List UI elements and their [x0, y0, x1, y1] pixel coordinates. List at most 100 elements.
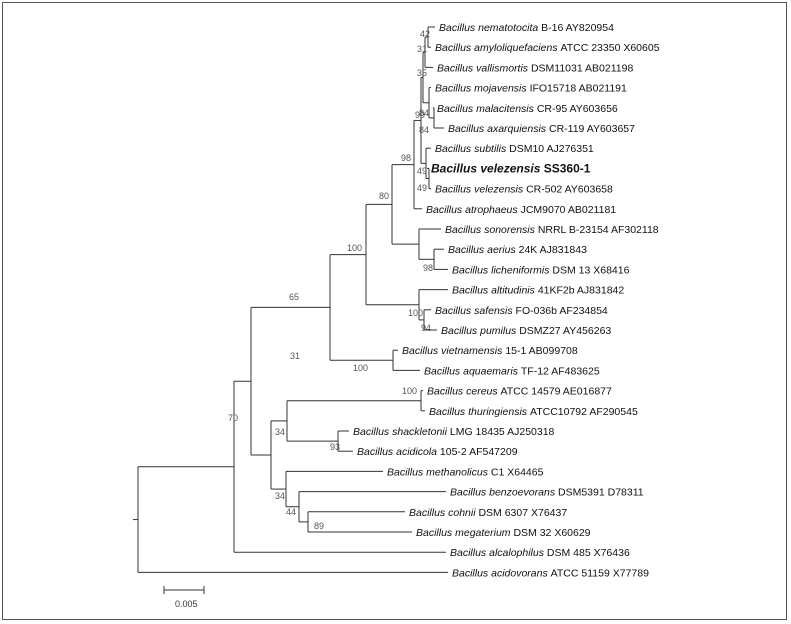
taxon-genus: Bacillus: [409, 507, 448, 519]
taxon-strain: DSM 485 X76436: [547, 547, 630, 559]
taxon-genus: Bacillus: [435, 143, 474, 155]
taxon-label: Bacillus pumilus DSMZ27 AY456263: [441, 325, 611, 337]
bootstrap-value: 80: [379, 191, 389, 201]
taxon-genus: Bacillus: [416, 527, 455, 539]
taxon-label: Bacillus licheniformis DSM 13 X68416: [452, 264, 630, 276]
taxon-strain: DSM 13 X68416: [552, 264, 629, 276]
bootstrap-value: 99: [415, 110, 425, 120]
taxon-strain: CR-119 AY603657: [549, 123, 635, 135]
taxon-species: aquaemaris: [463, 365, 521, 377]
taxon-species: benzoevorans: [489, 487, 558, 499]
taxon-species: axarquiensis: [487, 123, 549, 135]
taxon-genus: Bacillus: [435, 305, 474, 317]
taxon-label: Bacillus megaterium DSM 32 X60629: [416, 527, 591, 539]
taxon-species: acidovorans: [491, 567, 551, 579]
taxon-genus: Bacillus: [437, 103, 476, 115]
taxon-genus: Bacillus: [387, 466, 426, 478]
bootstrap-value: 84: [419, 108, 429, 118]
taxon-strain: LMG 18435 AJ250318: [450, 426, 555, 438]
taxon-strain: SS360-1: [544, 161, 591, 175]
taxon-species: cereus: [466, 386, 500, 398]
bootstrap-value: 49: [417, 183, 427, 193]
bootstrap-value: 70: [228, 413, 238, 423]
taxon-strain: CR-95 AY603656: [537, 103, 618, 115]
taxon-genus: Bacillus: [439, 22, 478, 34]
taxon-species: vietnamensis: [441, 345, 505, 357]
taxon-genus: Bacillus: [427, 386, 466, 398]
taxon-genus: Bacillus: [450, 547, 489, 559]
taxon-genus: Bacillus: [441, 325, 480, 337]
taxon-genus: Bacillus: [431, 161, 480, 175]
bootstrap-value: 98: [423, 263, 433, 273]
taxon-strain: DSM11031 AB021198: [531, 62, 634, 74]
taxon-strain: 105-2 AF547209: [440, 446, 518, 458]
bootstrap-values: 4231358484999849498010098100946510031100…: [228, 29, 433, 531]
taxon-label: Bacillus mojavensis IFO15718 AB021191: [435, 83, 627, 95]
taxon-label: Bacillus benzoevorans DSM5391 D78311: [450, 487, 644, 499]
taxon-species: aerius: [487, 244, 519, 256]
taxon-species: altitudinis: [491, 285, 538, 297]
taxon-species: shackletonii: [392, 426, 450, 438]
taxon-genus: Bacillus: [424, 365, 463, 377]
taxon-strain: DSM 6307 X76437: [478, 507, 567, 519]
taxon-strain: 24K AJ831843: [519, 244, 587, 256]
taxon-label: Bacillus aerius 24K AJ831843: [448, 244, 587, 256]
taxon-genus: Bacillus: [452, 567, 491, 579]
taxon-genus: Bacillus: [429, 406, 468, 418]
taxon-label: Bacillus cohnii DSM 6307 X76437: [409, 507, 567, 519]
taxon-species: nematotocita: [478, 22, 541, 34]
taxon-labels: Bacillus nematotocita B-16 AY820954Bacil…: [353, 22, 660, 579]
taxon-strain: FO-036b AF234854: [516, 305, 608, 317]
taxon-strain: ATCC 23350 X60605: [561, 42, 660, 54]
taxon-genus: Bacillus: [435, 184, 474, 196]
taxon-label: Bacillus vallismortis DSM11031 AB021198: [437, 62, 633, 74]
taxon-species: megaterium: [455, 527, 513, 539]
taxon-label: Bacillus shackletonii LMG 18435 AJ250318: [353, 426, 555, 438]
scale-bar-label: 0.005: [175, 599, 198, 609]
taxon-label: Bacillus acidicola 105-2 AF547209: [357, 446, 518, 458]
bootstrap-value: 100: [353, 363, 368, 373]
bootstrap-value: 42: [420, 29, 430, 39]
taxon-genus: Bacillus: [448, 123, 487, 135]
taxon-species: vallismortis: [476, 62, 531, 74]
taxon-species: sonorensis: [484, 224, 538, 236]
bootstrap-value: 34: [275, 427, 285, 437]
taxon-label: Bacillus amyloliquefaciens ATCC 23350 X6…: [435, 42, 660, 54]
taxon-species: mojavensis: [474, 83, 529, 95]
taxon-species: subtilis: [474, 143, 509, 155]
taxon-genus: Bacillus: [452, 264, 491, 276]
taxon-strain: TF-12 AF483625: [521, 365, 600, 377]
taxon-label: Bacillus sonorensis NRRL B-23154 AF30211…: [445, 224, 659, 236]
taxon-label: Bacillus velezensis CR-502 AY603658: [435, 184, 613, 196]
bootstrap-value: 98: [401, 153, 411, 163]
bootstrap-value: 65: [289, 292, 299, 302]
taxon-species: malacitensis: [476, 103, 537, 115]
bootstrap-value: 31: [290, 351, 300, 361]
taxon-species: acidicola: [396, 446, 440, 458]
taxon-species: cohnii: [448, 507, 478, 519]
taxon-label: Bacillus vietnamensis 15-1 AB099708: [402, 345, 578, 357]
bootstrap-value: 44: [286, 507, 296, 517]
taxon-strain: B-16 AY820954: [541, 22, 614, 34]
taxon-species: atrophaeus: [465, 204, 520, 216]
taxon-genus: Bacillus: [452, 285, 491, 297]
tree-branches: [133, 26, 448, 573]
taxon-label: Bacillus alcalophilus DSM 485 X76436: [450, 547, 630, 559]
taxon-species: methanolicus: [426, 466, 491, 478]
taxon-label: Bacillus acidovorans ATCC 51159 X77789: [452, 567, 649, 579]
taxon-strain: ATCC 51159 X77789: [551, 567, 649, 579]
bootstrap-value: 34: [275, 491, 285, 501]
taxon-label: Bacillus safensis FO-036b AF234854: [435, 305, 608, 317]
bootstrap-value: 94: [421, 323, 431, 333]
taxon-genus: Bacillus: [435, 42, 474, 54]
taxon-genus: Bacillus: [402, 345, 441, 357]
taxon-genus: Bacillus: [450, 487, 489, 499]
taxon-label: Bacillus cereus ATCC 14579 AE016877: [427, 386, 612, 398]
taxon-label: Bacillus subtilis DSM10 AJ276351: [435, 143, 594, 155]
taxon-strain: ATCC10792 AF290545: [530, 406, 638, 418]
taxon-strain: C1 X64465: [491, 466, 544, 478]
taxon-label: Bacillus atrophaeus JCM9070 AB021181: [426, 204, 616, 216]
taxon-label: Bacillus axarquiensis CR-119 AY603657: [448, 123, 635, 135]
bootstrap-value: 31: [417, 44, 427, 54]
